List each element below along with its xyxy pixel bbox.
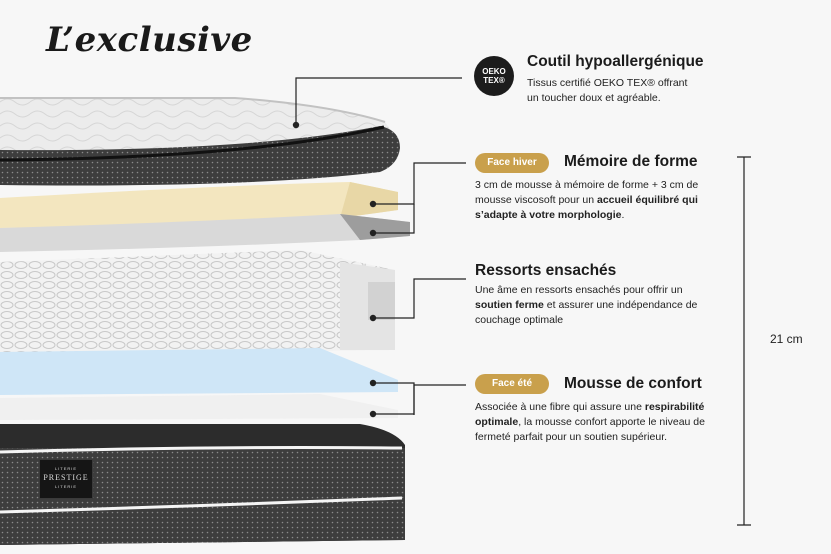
oeko-tex-badge-icon: OEKO TEX® — [474, 56, 514, 96]
memoire-text-a: 3 cm de mousse à mémoire de forme + 3 cm… — [475, 179, 699, 206]
mousse-text-a: Associée à une fibre qui assure une — [475, 401, 645, 413]
mousse-text: Associée à une fibre qui assure une resp… — [475, 400, 710, 445]
oeko-badge-line2: TEX® — [483, 76, 505, 85]
mousse-text-bold: respirabilité optimale — [475, 401, 705, 428]
coutil-heading: Coutil hypoallergénique — [527, 53, 704, 70]
ressorts-text-bold: soutien ferme — [475, 299, 544, 311]
brand-label-bottom: LITERIE — [54, 484, 78, 489]
ressorts-text-a: Une âme en ressorts ensachés pour offrir… — [475, 284, 683, 296]
memoire-text: 3 cm de mousse à mémoire de forme + 3 cm… — [475, 178, 715, 223]
brand-label-name: PRESTIGE — [43, 473, 89, 482]
face-ete-pill: Face été — [475, 374, 549, 394]
height-label: 21 cm — [770, 332, 803, 346]
coutil-text: Tissus certifié OEKO TEX® offrant un tou… — [527, 77, 688, 104]
base-layer — [0, 424, 405, 545]
memoire-text-bold: accueil équilibré qui s’adapte à votre m… — [475, 194, 698, 221]
ressorts-heading: Ressorts ensachés — [475, 262, 617, 279]
vertical-bracket — [737, 156, 751, 526]
leader-lines — [295, 77, 466, 415]
ressorts-text-c: et assurer une indépendance de couchage … — [475, 299, 698, 326]
face-hiver-pill: Face hiver — [475, 153, 549, 173]
comfort-foam-layer — [0, 348, 398, 420]
ressorts-text: Une âme en ressorts ensachés pour offrir… — [475, 283, 705, 328]
brand-label-top: LITERIE — [54, 466, 78, 471]
brand-label: LITERIE PRESTIGE LITERIE — [39, 459, 93, 499]
memoire-heading: Mémoire de forme — [564, 153, 698, 170]
page-title: L’exclusive — [46, 20, 253, 60]
leader-dots — [292, 121, 377, 418]
mousse-text-c: , la mousse confort apporte le niveau de… — [475, 416, 705, 443]
mousse-heading: Mousse de confort — [564, 375, 702, 392]
oeko-badge-line1: OEKO — [482, 67, 506, 76]
pocket-springs-layer — [0, 250, 395, 355]
cover-layer — [0, 97, 400, 186]
memoire-text-c: . — [621, 209, 625, 221]
